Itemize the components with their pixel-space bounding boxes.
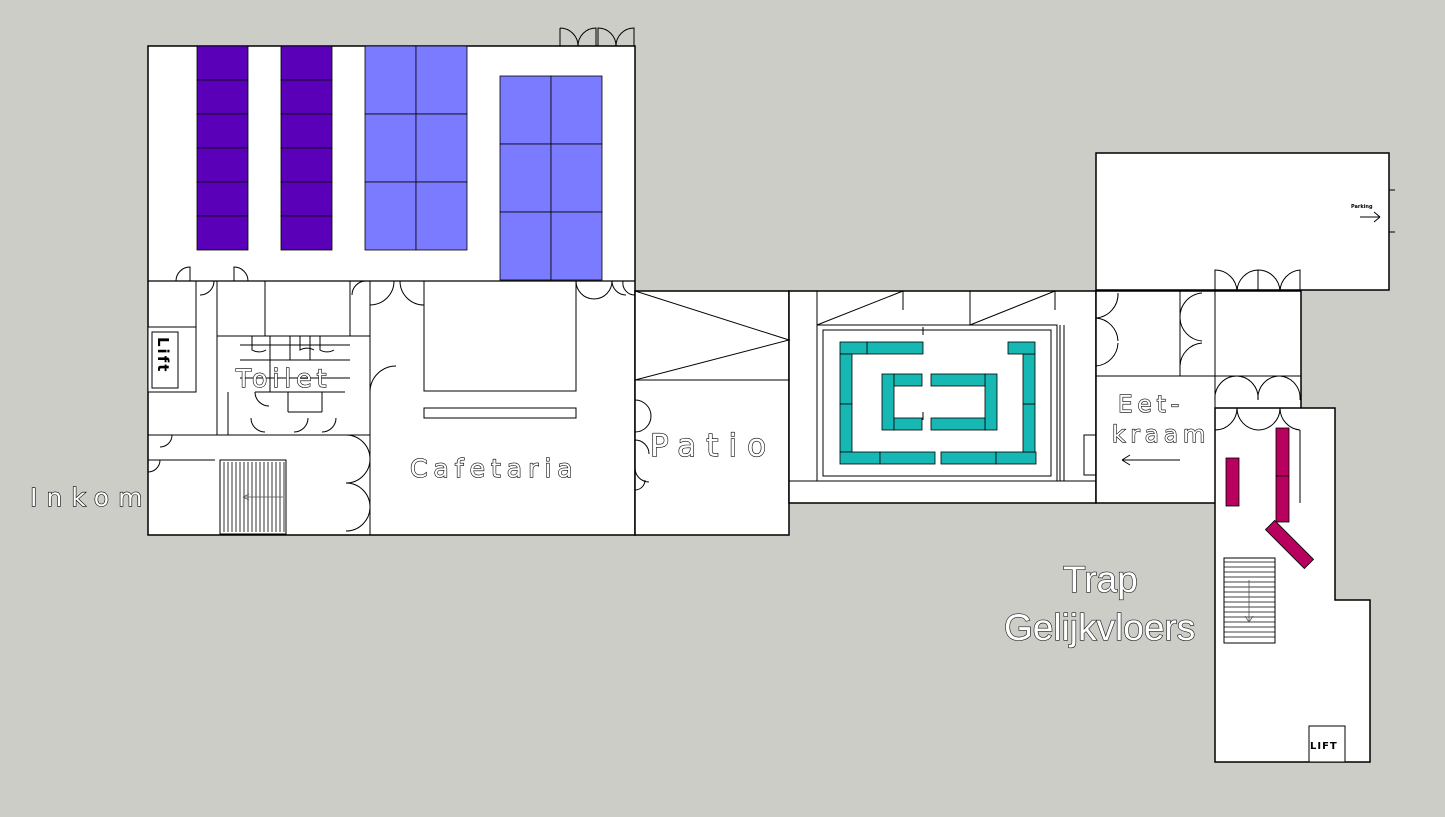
label-parking: Parking [1351, 204, 1373, 210]
label-lift-left: Lift [154, 337, 172, 373]
central-walls [789, 290, 1097, 482]
table-dark-purple [196, 215, 249, 251]
table-teal [879, 451, 936, 465]
stair-tower [1214, 407, 1371, 763]
table-teal [839, 341, 868, 355]
table-light-blue [499, 143, 552, 213]
table-teal [839, 451, 881, 465]
cafeteria-kitchen [423, 280, 577, 392]
lift-left-box [151, 331, 179, 389]
table-teal [881, 373, 895, 431]
patio-walls [634, 290, 791, 381]
west-rooms [147, 266, 652, 535]
table-dark-purple [196, 181, 249, 217]
table-light-blue [364, 45, 417, 115]
tables-dark-purple [196, 45, 333, 251]
table-teal [839, 403, 853, 453]
tables-light-blue [364, 45, 603, 281]
east-walls [1095, 189, 1395, 503]
table-light-blue [415, 113, 468, 183]
table-light-blue [364, 113, 417, 183]
table-teal [893, 373, 923, 387]
label-entrance: Inkom [30, 483, 151, 512]
table-dark-purple [280, 45, 333, 81]
table-light-blue [415, 45, 468, 115]
label-floor-title: Gelijkvloers [1004, 607, 1195, 648]
table-magenta [1275, 427, 1290, 477]
table-teal [930, 417, 986, 431]
table-light-blue [550, 143, 603, 213]
label-lift-right: LIFT [1310, 741, 1338, 752]
table-light-blue [550, 211, 603, 281]
table-teal [1022, 353, 1036, 405]
table-teal [995, 451, 1037, 465]
table-teal [866, 341, 924, 355]
building-floor [147, 45, 1390, 763]
central-block [788, 290, 1097, 504]
table-dark-purple [280, 147, 333, 183]
label-food-stall-1: Eet- [1118, 392, 1184, 418]
tables-teal [839, 341, 1037, 465]
table-teal [984, 373, 998, 431]
table-light-blue [499, 75, 552, 145]
table-dark-purple [280, 79, 333, 115]
label-food-stall-2: kraam [1112, 422, 1210, 448]
table-dark-purple [196, 147, 249, 183]
table-dark-purple [196, 113, 249, 149]
table-teal [930, 373, 986, 387]
lift-right-box [1308, 725, 1346, 763]
double-door-top [559, 27, 635, 47]
table-dark-purple [280, 113, 333, 149]
table-magenta [1225, 457, 1240, 507]
tables-magenta [1225, 427, 1315, 570]
parking-annex [1095, 152, 1390, 291]
table-light-blue [415, 181, 468, 251]
table-teal [893, 417, 923, 431]
label-cafeteria: Cafetaria [410, 454, 579, 483]
table-dark-purple [196, 79, 249, 115]
table-teal [940, 451, 997, 465]
label-patio: Patio [650, 428, 776, 464]
table-teal [1007, 341, 1036, 355]
table-teal [839, 353, 853, 405]
cafeteria-counter [423, 407, 577, 419]
patio-block [634, 290, 790, 536]
table-dark-purple [280, 181, 333, 217]
label-toilet: Toilet [235, 364, 331, 393]
table-dark-purple [196, 45, 249, 81]
table-light-blue [499, 211, 552, 281]
table-magenta [1275, 475, 1290, 523]
entrance-stairs [219, 459, 287, 535]
label-stairs: Trap [1063, 559, 1138, 600]
stair-tower-contents [1223, 557, 1346, 763]
table-light-blue [550, 75, 603, 145]
table-magenta [1264, 519, 1315, 570]
table-teal [1022, 403, 1036, 453]
table-dark-purple [280, 215, 333, 251]
table-light-blue [364, 181, 417, 251]
